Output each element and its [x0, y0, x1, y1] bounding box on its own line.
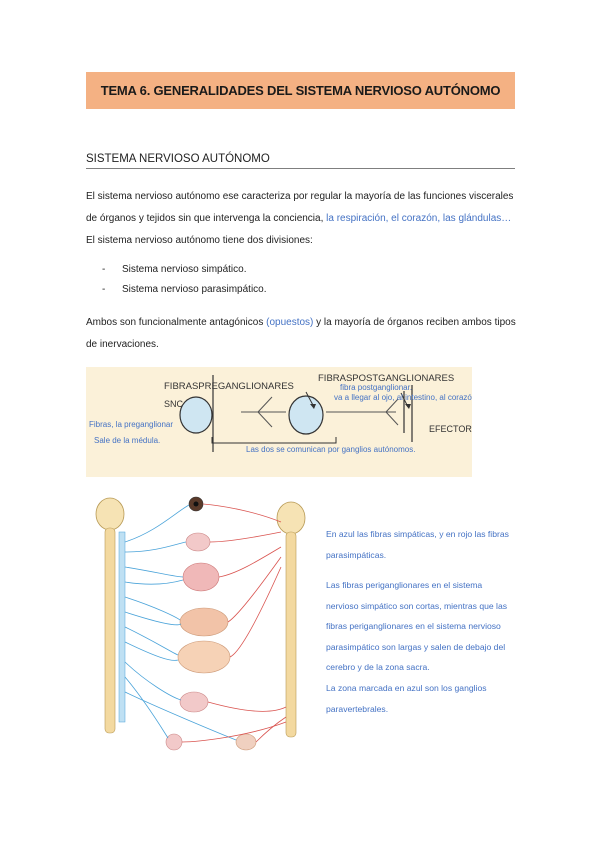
- branch-line: [385, 398, 399, 413]
- branch-line: [385, 411, 399, 426]
- sympathetic-fibers: [124, 504, 237, 741]
- anatomy-svg: [95, 496, 306, 751]
- bottom-note: Las dos se comunican por ganglios autóno…: [246, 445, 415, 454]
- post-note-1: fibra postganglionar.: [340, 383, 412, 392]
- heart-lungs-icon: [182, 562, 220, 592]
- antagonism-text-1: Ambos son funcionalmente antagónicos: [86, 317, 267, 328]
- branch-line: [257, 411, 273, 428]
- fiber-color-note: En azul las fibras simpáticas, y en rojo…: [326, 529, 509, 560]
- preganglionic-label: FIBRASPREGANGLIONARES: [164, 381, 294, 392]
- gland-icon: [185, 532, 211, 552]
- autonomic-nervous-system-illustration: [86, 492, 314, 762]
- stomach-liver-icon: [179, 607, 229, 637]
- list-item-label: Sistema nervioso simpático.: [122, 264, 247, 275]
- intestine-icon: [177, 640, 231, 674]
- right-spinal-cord: [285, 531, 297, 738]
- section-heading: SISTEMA NERVIOSO AUTÓNOMO: [86, 153, 515, 169]
- intro-highlight: la respiración, el corazón, las glándula…: [326, 213, 512, 224]
- genital-organ-icon: [235, 733, 257, 751]
- pre-note-2: Sale de la médula.: [94, 436, 160, 445]
- list-dash: -: [102, 284, 106, 295]
- right-brain-icon: [276, 501, 306, 535]
- list-item-label: Sistema nervioso parasimpático.: [122, 284, 267, 295]
- bracket: [211, 437, 337, 444]
- parasympathetic-fibers: [181, 503, 287, 743]
- ganglia-note: La zona marcada en azul son los ganglios…: [326, 683, 487, 714]
- pupil-icon: [193, 501, 199, 507]
- divisions-list: - Sistema nervioso simpático. - Sistema ne…: [102, 260, 502, 300]
- effector-label: EFECTOR: [429, 424, 472, 434]
- intro-text-1: El sistema nervioso autónomo ese caracte…: [86, 191, 514, 224]
- antagonism-text-2: y la mayoría de órganos reciben ambos ti…: [86, 317, 516, 350]
- branch-line: [257, 396, 273, 413]
- list-item: - Sistema nervioso parasimpático.: [102, 280, 502, 300]
- arrow-head: [310, 404, 316, 409]
- post-note-2: va a llegar al ojo, al intestino, al cor…: [334, 393, 472, 402]
- intro-paragraph: El sistema nervioso autónomo ese caracte…: [86, 186, 516, 252]
- document-title: TEMA 6. GENERALIDADES DEL SISTEMA NERVIO…: [86, 72, 515, 109]
- ganglion-neuron-body: [288, 395, 324, 435]
- intro-text-2: El sistema nervioso autónomo tiene dos d…: [86, 235, 313, 246]
- pathway-svg: FIBRASPREGANGLIONARES FIBRASPOSTGANGLION…: [89, 373, 472, 454]
- snc-label: SNC: [164, 399, 184, 409]
- pre-note-1: Fibras, la preganglionar: [89, 420, 173, 429]
- bladder-icon: [179, 691, 209, 713]
- left-spinal-cord: [104, 527, 116, 734]
- antagonism-highlight: (opuestos): [266, 317, 314, 328]
- paravertebral-ganglia-chain: [118, 531, 126, 723]
- left-brain-icon: [95, 497, 125, 531]
- postganglionic-label: FIBRASPOSTGANGLIONARES: [318, 373, 454, 384]
- pelvic-organ-icon: [165, 733, 183, 751]
- arrow-head: [405, 404, 411, 409]
- preganglionic-neuron-body: [179, 396, 213, 434]
- list-item: - Sistema nervioso simpático.: [102, 260, 502, 280]
- antagonism-paragraph: Ambos son funcionalmente antagónicos (op…: [86, 312, 516, 356]
- neuron-pathway-diagram: FIBRASPREGANGLIONARES FIBRASPOSTGANGLION…: [86, 367, 472, 477]
- list-dash: -: [102, 264, 106, 275]
- fiber-length-note: Las fibras periganglionares en el sistem…: [326, 580, 508, 672]
